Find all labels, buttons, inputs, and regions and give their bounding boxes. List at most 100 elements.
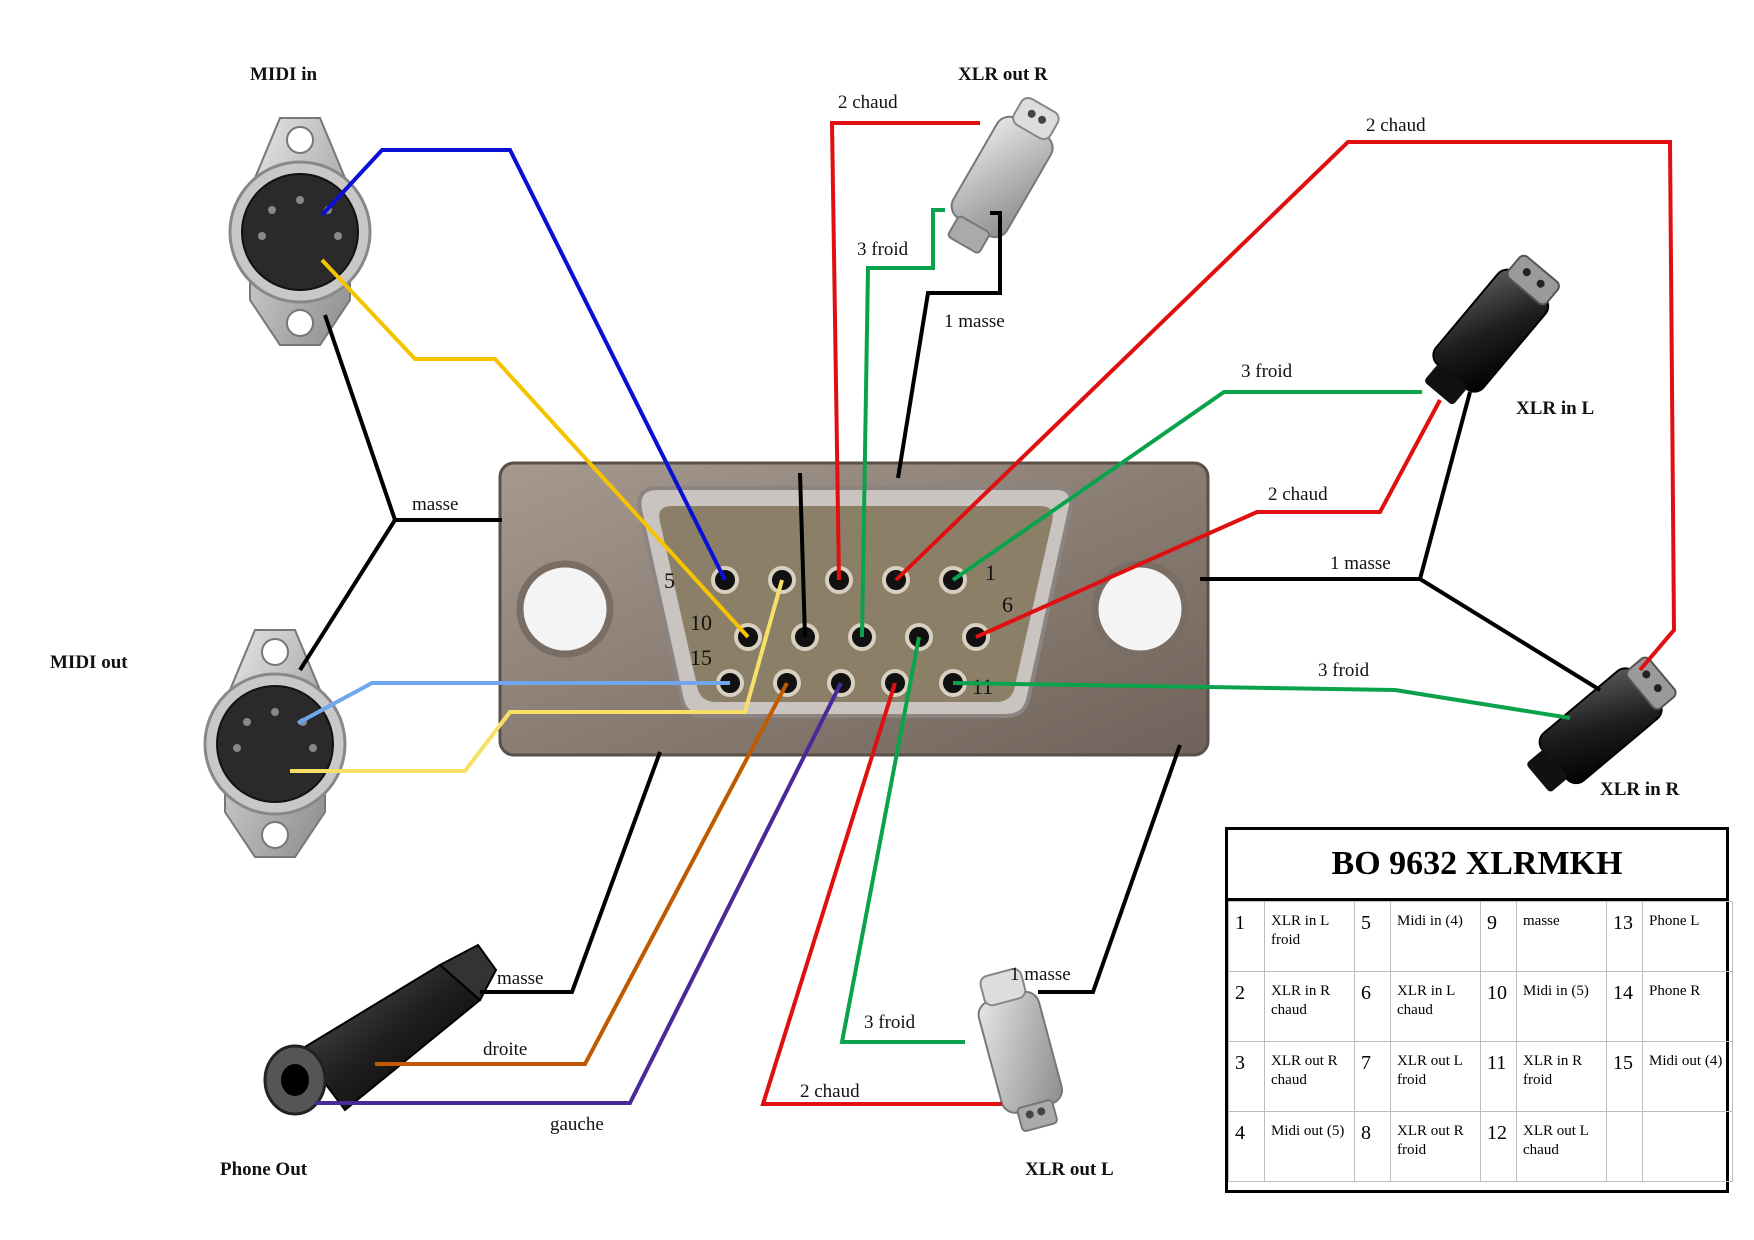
wire-phone-gauche [315, 682, 843, 1105]
wire-label-xlr-out-l-masse: 1 masse [1010, 964, 1071, 985]
label-xlr-in-r: XLR in R [1600, 779, 1679, 800]
wire-label-phone-gauche: gauche [550, 1114, 604, 1135]
pin-description-cell: XLR in R froid [1516, 1041, 1607, 1112]
wire-xlr-out-l-chaud [760, 682, 1002, 1106]
wire-label-xlr-out-r-masse: 1 masse [944, 311, 1005, 332]
label-xlr-in-l: XLR in L [1516, 398, 1594, 419]
pin-number-cell: 12 [1480, 1111, 1517, 1182]
pin-description-cell [1642, 1111, 1733, 1182]
pin-number-cell: 4 [1228, 1111, 1265, 1182]
wire-xlr-out-r-masse [896, 211, 1002, 479]
pin-mark-1: 1 [985, 560, 996, 585]
pin-description-cell: XLR out L chaud [1516, 1111, 1607, 1182]
label-xlr-out-r: XLR out R [958, 64, 1048, 85]
pin-description-cell: masse [1516, 901, 1607, 972]
pin-number-cell: 8 [1354, 1111, 1391, 1182]
phone-out-connector [263, 943, 498, 1116]
midi-out-connector [203, 629, 347, 858]
wire-midi-masse [323, 314, 502, 522]
pin-mark-11: 11 [972, 674, 993, 699]
wire-phone-masse [480, 751, 662, 994]
wire-xlr-in-r-froid [952, 681, 1571, 720]
pin-number-cell [1606, 1111, 1643, 1182]
wire-xlr-in-l-froid [951, 390, 1422, 582]
wire-label-xlr-out-r-froid: 3 froid [857, 239, 909, 260]
pin-mark-5: 5 [664, 568, 675, 593]
wire-label-xlr-in-l-froid: 3 froid [1241, 361, 1293, 382]
pin-description-cell: XLR in L chaud [1390, 971, 1481, 1042]
midi-out-hole-top [261, 638, 289, 666]
pin-description-cell: Midi out (5) [1264, 1111, 1355, 1182]
xlr-out-r-connector [947, 96, 1060, 254]
label-phone-out: Phone Out [220, 1159, 308, 1180]
wire-xlr-out-l-froid [839, 636, 965, 1044]
wire-xlr-out-r-chaud [829, 121, 980, 581]
pin-number-cell: 10 [1480, 971, 1517, 1042]
wire-midi-in-yellow [320, 258, 750, 639]
pin-description-cell: XLR in R chaud [1264, 971, 1355, 1042]
pin-number-cell: 6 [1354, 971, 1391, 1042]
label-midi-out: MIDI out [50, 652, 128, 673]
label-midi-in: MIDI in [250, 64, 317, 85]
pin-table-title: BO 9632 XLRMKH [1228, 830, 1726, 901]
pin-mark-10: 10 [690, 610, 712, 635]
wire-midi-out-lightyellow [290, 579, 784, 773]
pin-description-cell: Phone L [1642, 901, 1733, 972]
wire-label-phone-masse: masse [497, 968, 543, 989]
wires [290, 121, 1677, 1106]
pin-mark-15: 15 [690, 645, 712, 670]
wire-label-xlr-out-l-froid: 3 froid [864, 1012, 916, 1033]
wire-xlr-in-l-chaud [975, 399, 1442, 639]
wire-xlr-in-r-chaud [894, 140, 1677, 672]
pin-number-cell: 7 [1354, 1041, 1391, 1112]
wire-label-xlr-in-r-chaud-top: 2 chaud [1366, 115, 1426, 136]
pin-description-cell: Midi in (5) [1516, 971, 1607, 1042]
pin-number-cell: 9 [1480, 901, 1517, 972]
wire-xlr-out-r-froid [860, 208, 945, 638]
wire-label-midi-masse: masse [412, 494, 458, 515]
pin-number-cell: 2 [1228, 971, 1265, 1042]
pin-mark-6: 6 [1002, 592, 1013, 617]
db15-insert [659, 506, 1053, 702]
pin-description-cell: Phone R [1642, 971, 1733, 1042]
wire-xlr-out-l-masse [1038, 744, 1182, 994]
pin-description-cell: XLR out L froid [1390, 1041, 1481, 1112]
xlr-out-l-connector [977, 968, 1063, 1132]
pin-number-cell: 3 [1228, 1041, 1265, 1112]
mounting-hole-left [516, 560, 614, 658]
pin-description-cell: XLR out R chaud [1264, 1041, 1355, 1112]
pin-number-cell: 15 [1606, 1041, 1643, 1112]
pin-description-cell: Midi out (4) [1642, 1041, 1733, 1112]
wire-phone-droite [375, 682, 789, 1066]
pin-description-cell: XLR out R froid [1390, 1111, 1481, 1182]
pin-number-cell: 5 [1354, 901, 1391, 972]
wire-masse-to-pin9 [798, 472, 807, 638]
midi-in-hole-bottom [286, 309, 314, 337]
wire-xlr-in-masse-r [1418, 577, 1602, 692]
midi-in-connector [228, 117, 372, 346]
label-xlr-out-l: XLR out L [1025, 1159, 1114, 1180]
wire-label-xlr-out-l-chaud: 2 chaud [800, 1081, 860, 1102]
wire-midi-out-lightblue [297, 681, 730, 725]
wire-midi-masse-out [298, 518, 397, 672]
pin-number-cell: 14 [1606, 971, 1643, 1042]
xlr-in-r-connector [1527, 656, 1677, 792]
pin-number-cell: 13 [1606, 901, 1643, 972]
pin-description-cell: Midi in (4) [1390, 901, 1481, 972]
midi-out-hole-bottom [261, 821, 289, 849]
pin-number-cell: 1 [1228, 901, 1265, 972]
wire-label-phone-droite: droite [483, 1039, 527, 1060]
wire-label-xlr-in-masse: 1 masse [1330, 553, 1391, 574]
wire-label-xlr-in-l-chaud: 2 chaud [1268, 484, 1328, 505]
wire-label-xlr-in-r-froid: 3 froid [1318, 660, 1370, 681]
midi-in-hole-top [286, 126, 314, 154]
wire-midi-in-blue [320, 148, 727, 581]
xlr-in-l-connector [1425, 254, 1560, 405]
